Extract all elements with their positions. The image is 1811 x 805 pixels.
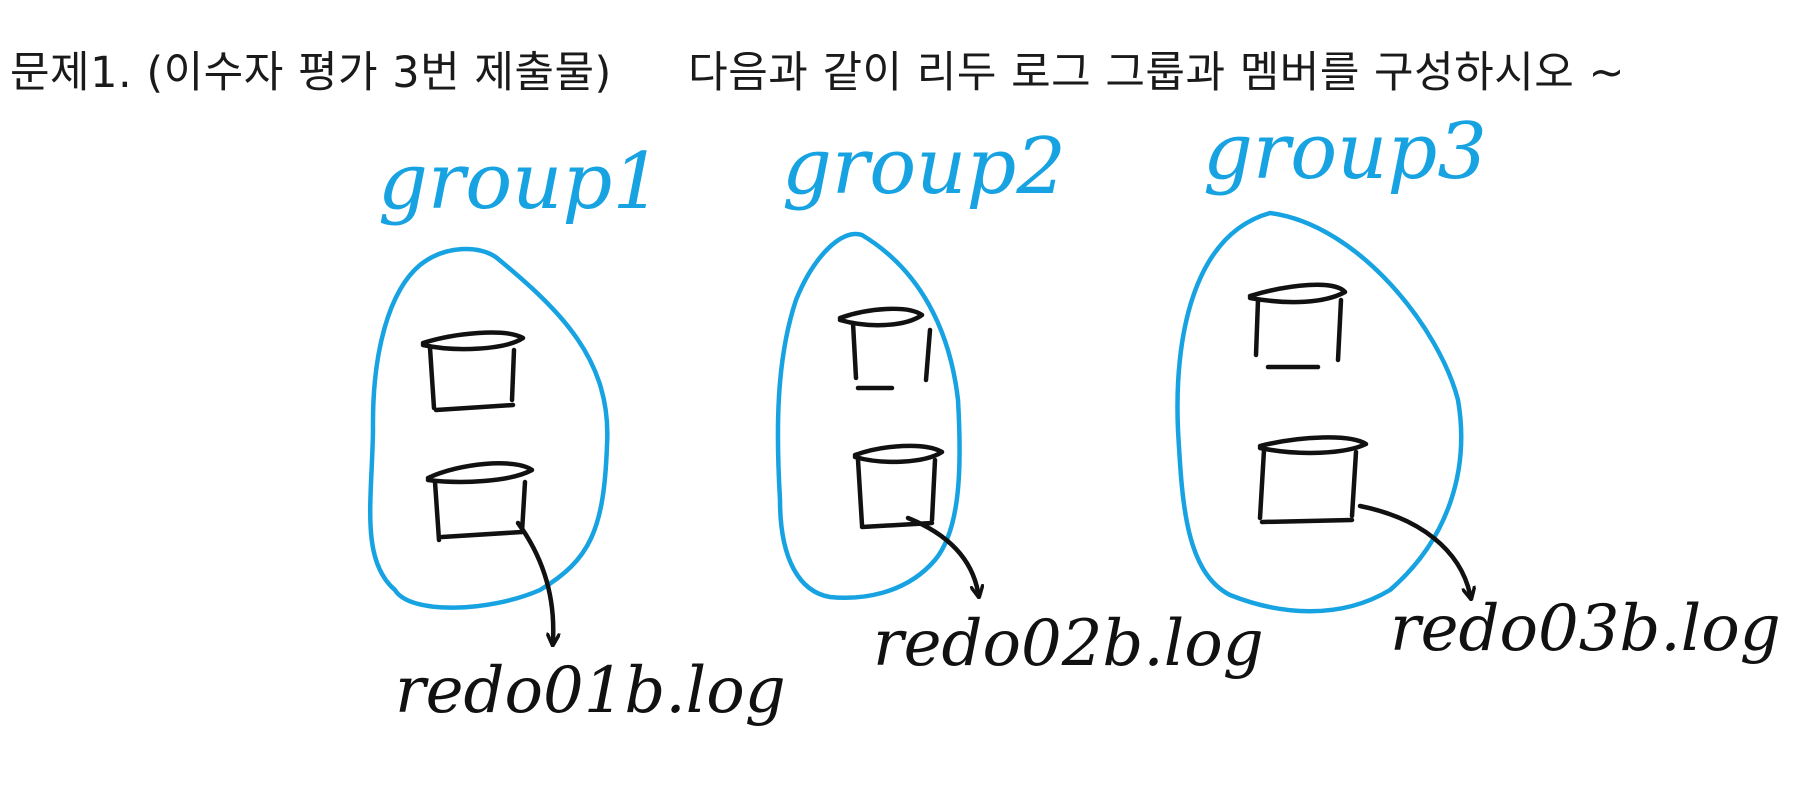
group-boundary xyxy=(1175,210,1464,614)
member-disk xyxy=(1257,435,1369,525)
group-1: group1 redo01b.log xyxy=(367,137,786,728)
member-arrow xyxy=(1357,503,1470,594)
member-file-label: redo01b.log xyxy=(395,654,786,728)
question-note: (이수자 평가 3번 제출물) xyxy=(146,48,612,98)
member-file-label: redo02b.log xyxy=(873,607,1264,681)
member-disk xyxy=(425,461,535,543)
group-boundary xyxy=(775,231,962,600)
member-disk xyxy=(837,306,933,391)
group-label: group2 xyxy=(782,122,1066,212)
group-label: group3 xyxy=(1203,107,1487,197)
member-disk xyxy=(852,443,945,530)
group-label: group1 xyxy=(378,137,662,227)
question-instruction: 다음과 같이 리두 로그 그룹과 멤버를 구성하시오 ~ xyxy=(688,48,1626,98)
group-2: group2 redo02b.log xyxy=(775,122,1264,681)
member-file-label: redo03b.log xyxy=(1390,592,1781,666)
group-3: group3 redo03b.log xyxy=(1175,107,1781,666)
member-disk xyxy=(1247,282,1348,370)
group-boundary xyxy=(367,246,610,610)
question-number: 문제1. xyxy=(10,48,133,98)
member-arrow xyxy=(905,515,978,592)
member-disk xyxy=(420,330,526,413)
question-header: 문제1. (이수자 평가 3번 제출물) 다음과 같이 리두 로그 그룹과 멤버… xyxy=(10,38,1625,100)
member-arrow xyxy=(515,520,553,640)
